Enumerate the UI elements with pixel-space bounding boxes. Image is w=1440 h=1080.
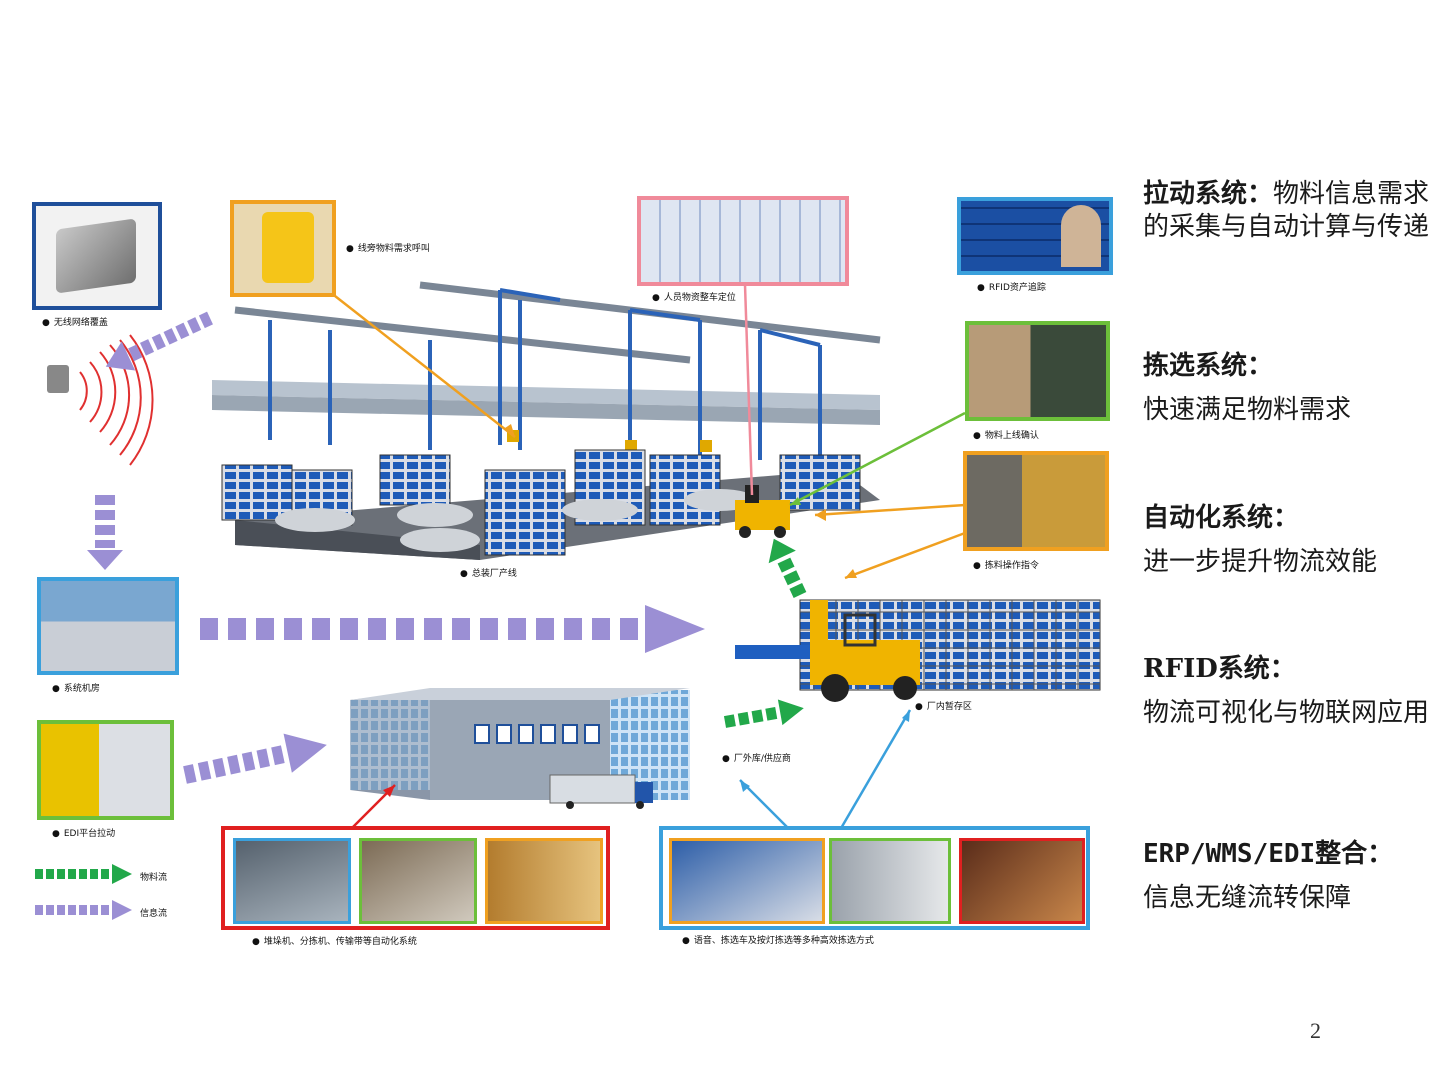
legend-material-arrow bbox=[35, 864, 132, 884]
caption-material-confirm: 物料上线确认 bbox=[973, 428, 1039, 441]
connector-lines bbox=[334, 284, 966, 831]
caption-instruction: 拣料操作指令 bbox=[973, 558, 1039, 571]
material-confirm-photo bbox=[965, 321, 1110, 421]
caption-edi: EDI平台拉动 bbox=[52, 826, 115, 839]
caption-location: 人员物资整车定位 bbox=[652, 290, 736, 303]
temp-storage-area bbox=[735, 599, 1101, 702]
overhead-conveyor bbox=[212, 281, 881, 460]
automation-system-text: 进一步提升物流效能 bbox=[1143, 547, 1378, 577]
picking-system-text: 快速满足物料需求 bbox=[1143, 395, 1352, 425]
rfid-photo bbox=[957, 197, 1113, 275]
automation-system-title: 自动化系统： bbox=[1143, 503, 1300, 533]
automation-group bbox=[221, 826, 610, 930]
legend-material-label: 物料流 bbox=[140, 873, 168, 883]
assembly-floor bbox=[221, 449, 880, 560]
wireless-ap-photo bbox=[32, 202, 162, 310]
pull-system-block: 拉动系统：物料信息需求的采集与自动计算与传递 bbox=[1143, 178, 1433, 244]
location-map-photo bbox=[637, 196, 849, 286]
page-number: 2 bbox=[1310, 1018, 1321, 1043]
caption-machine-room: 系统机房 bbox=[52, 681, 100, 694]
caption-rfid-track: RFID资产追踪 bbox=[977, 280, 1046, 293]
picking-system-title: 拣选系统： bbox=[1143, 351, 1274, 381]
material-flow-arrows bbox=[723, 538, 807, 728]
picking-group bbox=[659, 826, 1090, 930]
caption-call: 线旁物料需求呼叫 bbox=[346, 241, 430, 254]
caption-external: 厂外库/供应商 bbox=[722, 751, 791, 764]
rfid-system-title: RFID系统： bbox=[1143, 654, 1296, 684]
legend-info-arrow bbox=[35, 900, 132, 920]
warehouse-building bbox=[350, 688, 690, 809]
caption-temp-storage: 厂内暂存区 bbox=[915, 699, 972, 712]
caption-assembly: 总装厂产线 bbox=[460, 566, 517, 579]
caption-wireless: 无线网络覆盖 bbox=[42, 315, 108, 328]
caption-automation: 堆垛机、分拣机、传输带等自动化系统 bbox=[252, 934, 417, 947]
erp-integration-text: 信息无缝流转保障 bbox=[1143, 883, 1352, 913]
call-device-photo bbox=[230, 200, 336, 297]
info-flow-arrows bbox=[87, 311, 705, 784]
machine-room-photo bbox=[37, 577, 179, 675]
instruction-photo bbox=[963, 451, 1109, 551]
legend-info-label: 信息流 bbox=[140, 909, 168, 919]
pull-system-text: 物料信息需求的采集与自动计算与传递 bbox=[1143, 179, 1430, 242]
edi-photo bbox=[37, 720, 174, 820]
arrowheads bbox=[383, 424, 910, 797]
rfid-system-text: 物流可视化与物联网应用 bbox=[1143, 698, 1430, 728]
caption-picking-methods: 语音、拣选车及按灯拣选等多种高效拣选方式 bbox=[682, 933, 874, 946]
erp-integration-title: ERP/WMS/EDI整合： bbox=[1143, 839, 1394, 869]
pull-system-title: 拉动系统： bbox=[1143, 179, 1274, 209]
